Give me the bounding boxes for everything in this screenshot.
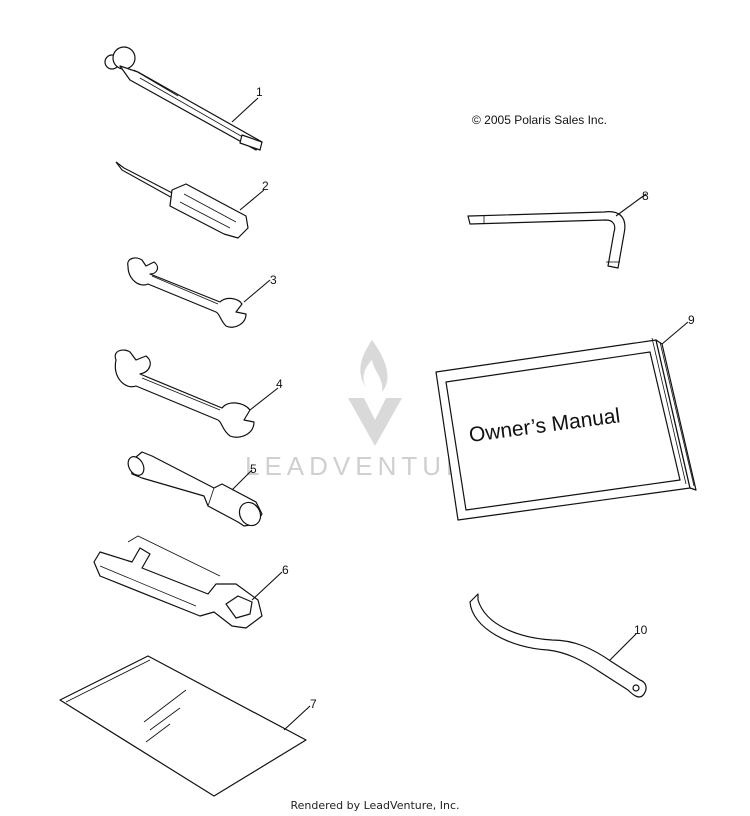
tool-holder-part [93,535,263,629]
callout-4: 4 [276,377,283,391]
leader-line-5 [231,469,253,491]
callout-8: 8 [642,189,649,203]
callout-2: 2 [262,179,269,193]
leader-line-4 [249,387,279,411]
tire-gauge-part [104,46,263,151]
leader-line-1 [231,97,259,123]
leader-line-2 [239,189,265,211]
callout-1: 1 [256,85,263,99]
hex-key-part [467,211,626,269]
owners-manual-part: Owner’s Manual [435,337,697,521]
screwdriver-part [115,161,249,239]
footer-credit: Rendered by LeadVenture, Inc. [290,799,460,812]
leader-line-3 [243,279,271,303]
callout-6: 6 [282,563,289,577]
callout-10: 10 [634,623,648,637]
leader-line-6 [251,571,283,601]
large-wrench-part [114,349,255,438]
spark-plug-socket-part [127,451,263,527]
leader-line-10 [609,633,637,661]
leader-line-9 [661,321,689,345]
watermark-text: LEADVENTURE [245,451,492,481]
leader-line-8 [615,193,647,217]
tool-bag-part [59,655,307,797]
callout-9: 9 [688,313,695,327]
callout-5: 5 [250,462,257,476]
spanner-wrench-part [469,593,647,698]
leadventure-watermark: LEADVENTURE [245,340,492,481]
copyright-text: © 2005 Polaris Sales Inc. [472,113,607,127]
callout-7: 7 [310,697,317,711]
callout-3: 3 [270,273,277,287]
leader-line-7 [283,705,311,731]
small-wrench-part [127,257,247,328]
